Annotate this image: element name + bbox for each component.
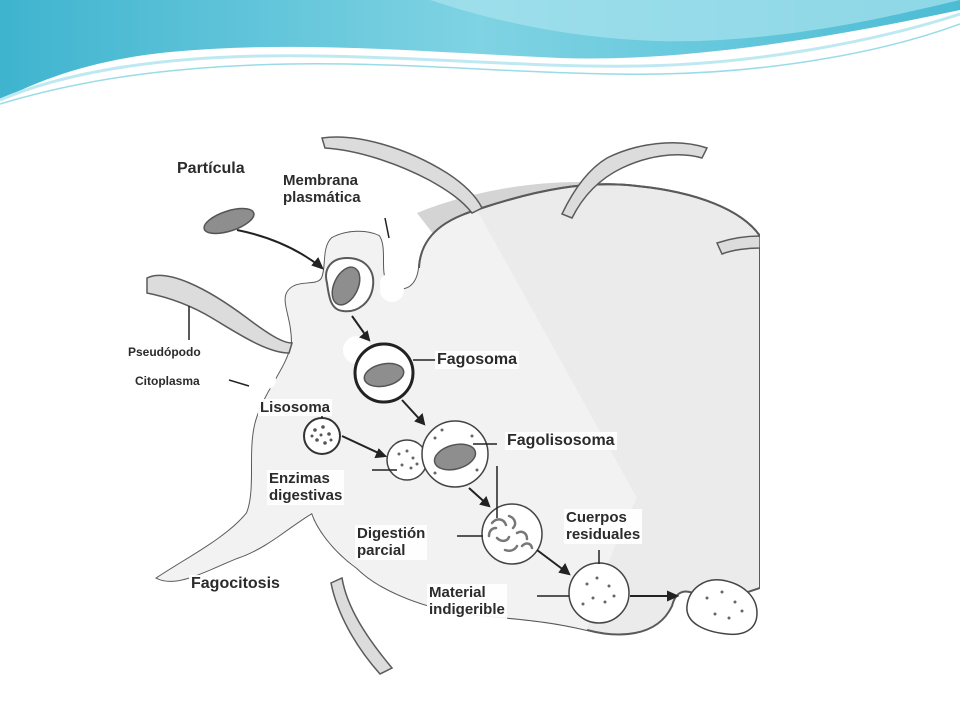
label-fagosoma: Fagosoma: [435, 351, 520, 370]
flagellum-top: [321, 136, 484, 214]
label-enzimas-digestivas: Enzimas digestivas: [267, 470, 345, 505]
header-swoosh-decoration: [0, 0, 960, 105]
pseudopod-tube: [146, 274, 294, 354]
flagellum-right: [715, 235, 760, 255]
label-membrana-plasmatica: Membrana plasmática: [281, 172, 363, 207]
flagellum-top-right: [560, 142, 709, 219]
label-material-indigerible: Material indigerible: [427, 584, 507, 619]
exocytosis-vesicle: [686, 579, 758, 636]
label-fagolisosoma: Fagolisosoma: [505, 432, 617, 451]
phagocytosis-diagram: Partícula Membrana plasmática Pseudópodo…: [117, 118, 760, 683]
label-pseudopodo: Pseudópodo: [126, 345, 203, 360]
particle: [203, 207, 255, 235]
process-arrows: [236, 229, 680, 602]
label-lisosoma: Lisosoma: [258, 399, 333, 417]
partial-digestion-vesicle: [481, 503, 543, 565]
cytoplasm-dots: [258, 274, 404, 389]
leader-lines: [188, 217, 600, 597]
label-digestion-parcial: Digestión parcial: [355, 525, 428, 560]
label-particula: Partícula: [175, 160, 247, 179]
label-citoplasma: Citoplasma: [133, 374, 202, 389]
label-fagocitosis: Fagocitosis: [189, 575, 282, 594]
label-cuerpos-residuales: Cuerpos residuales: [564, 509, 643, 544]
flagellum-bottom: [330, 576, 394, 675]
residual-body: [568, 562, 630, 624]
enzyme-vesicle: [386, 439, 428, 481]
